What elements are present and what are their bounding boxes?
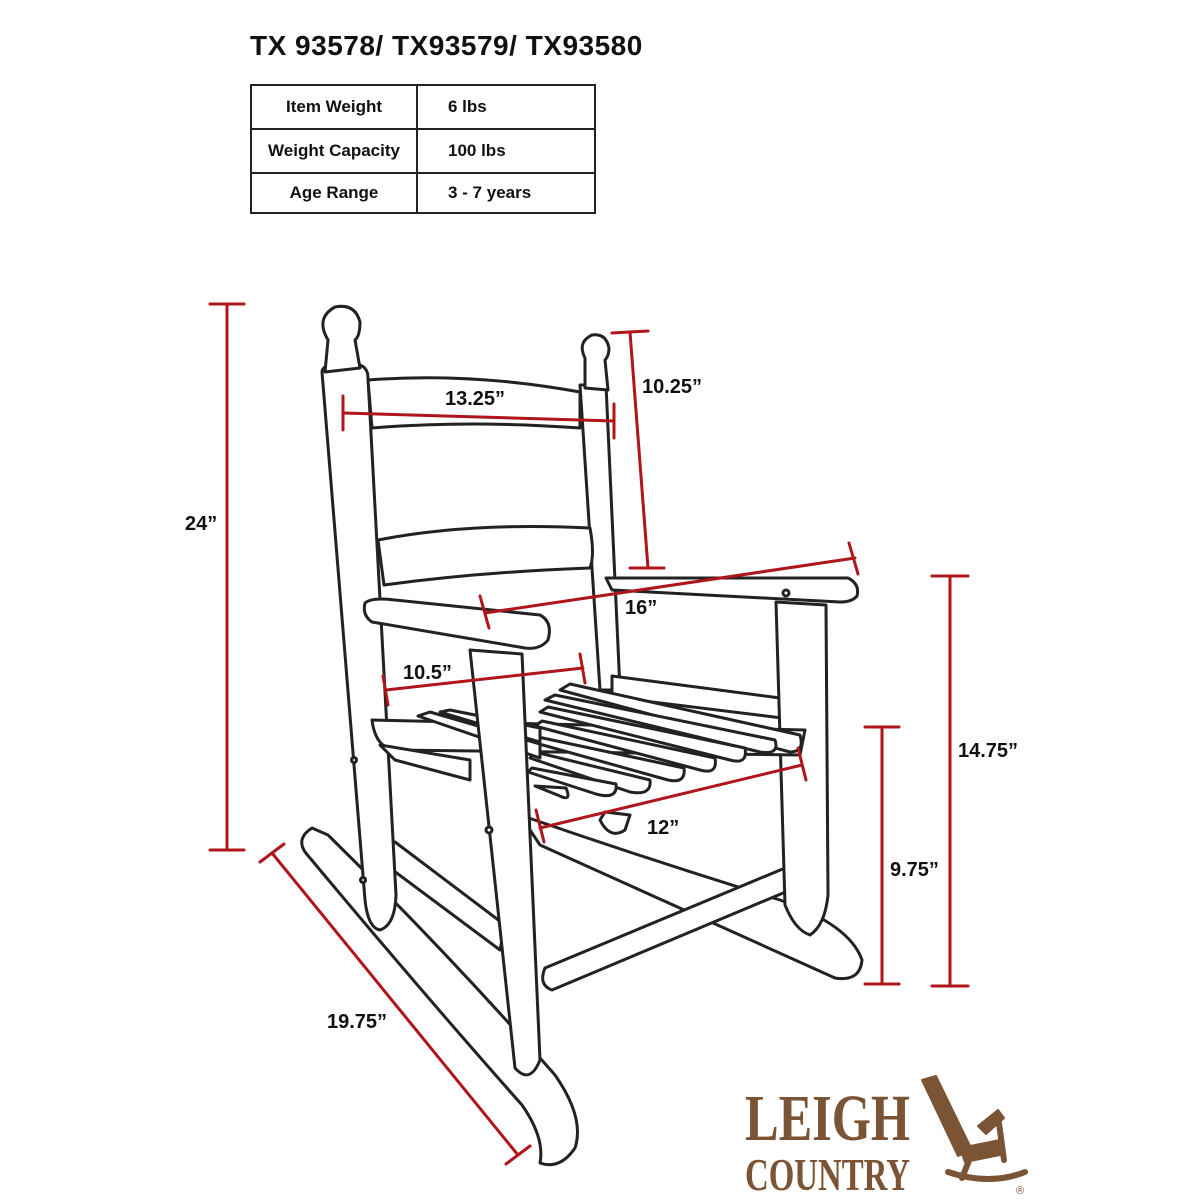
dim-line-back-height <box>610 329 666 570</box>
spec-label: Age Range <box>250 172 418 214</box>
spec-row-age: Age Range 3 - 7 years <box>250 172 596 214</box>
dim-line-arm-height <box>930 574 970 988</box>
registered-mark: ® <box>1016 1185 1024 1197</box>
product-title: TX 93578/ TX93579/ TX93580 <box>250 30 643 61</box>
left-finial <box>321 304 362 374</box>
rocking-chair-icon <box>921 1075 1028 1182</box>
dim-line-back-width <box>341 394 616 440</box>
dim-line-arm-length <box>478 541 860 630</box>
spec-value: 3 - 7 years <box>416 172 596 214</box>
seat-side-rail <box>378 743 472 782</box>
dim-line-seat-height <box>863 725 901 986</box>
spec-label: Item Weight <box>250 84 418 130</box>
label-rocker-length: 19.75” <box>327 1011 387 1033</box>
logo-line2: COUNTRY <box>745 1149 910 1200</box>
spec-value: 100 lbs <box>416 128 596 174</box>
dim-line-seat-width <box>381 652 587 707</box>
screw-hole <box>359 876 367 884</box>
spec-row-weight: Item Weight 6 lbs <box>250 84 596 130</box>
dim-line-rocker-length <box>258 842 532 1166</box>
label-overall-height: 24” <box>185 513 217 535</box>
middle-back-slat <box>376 525 594 587</box>
spec-table: Item Weight 6 lbs Weight Capacity 100 lb… <box>250 84 596 214</box>
label-seat-width: 10.5” <box>403 662 452 684</box>
brand-logo: LEIGH COUNTRY ® <box>745 1075 1028 1200</box>
label-arm-length: 16” <box>625 597 657 619</box>
screw-hole <box>781 588 791 598</box>
right-finial <box>580 333 611 392</box>
spec-value: 6 lbs <box>416 84 596 130</box>
spec-label: Weight Capacity <box>250 128 418 174</box>
label-seat-height: 9.75” <box>890 859 939 881</box>
screw-hole <box>350 756 358 764</box>
seat-brace <box>598 810 632 835</box>
label-back-width: 13.25” <box>445 388 505 410</box>
right-armrest <box>604 576 860 604</box>
rocking-chair-drawing <box>300 304 864 1167</box>
left-front-leg <box>468 648 542 1077</box>
dim-line-seat-depth <box>534 746 808 844</box>
label-seat-depth: 12” <box>647 817 679 839</box>
label-back-height: 10.25” <box>642 376 702 398</box>
label-arm-height: 14.75” <box>958 740 1018 762</box>
dim-line-overall-height <box>208 302 246 852</box>
screw-hole <box>484 825 494 835</box>
spec-row-capacity: Weight Capacity 100 lbs <box>250 128 596 174</box>
logo-line1: LEIGH <box>745 1082 910 1155</box>
